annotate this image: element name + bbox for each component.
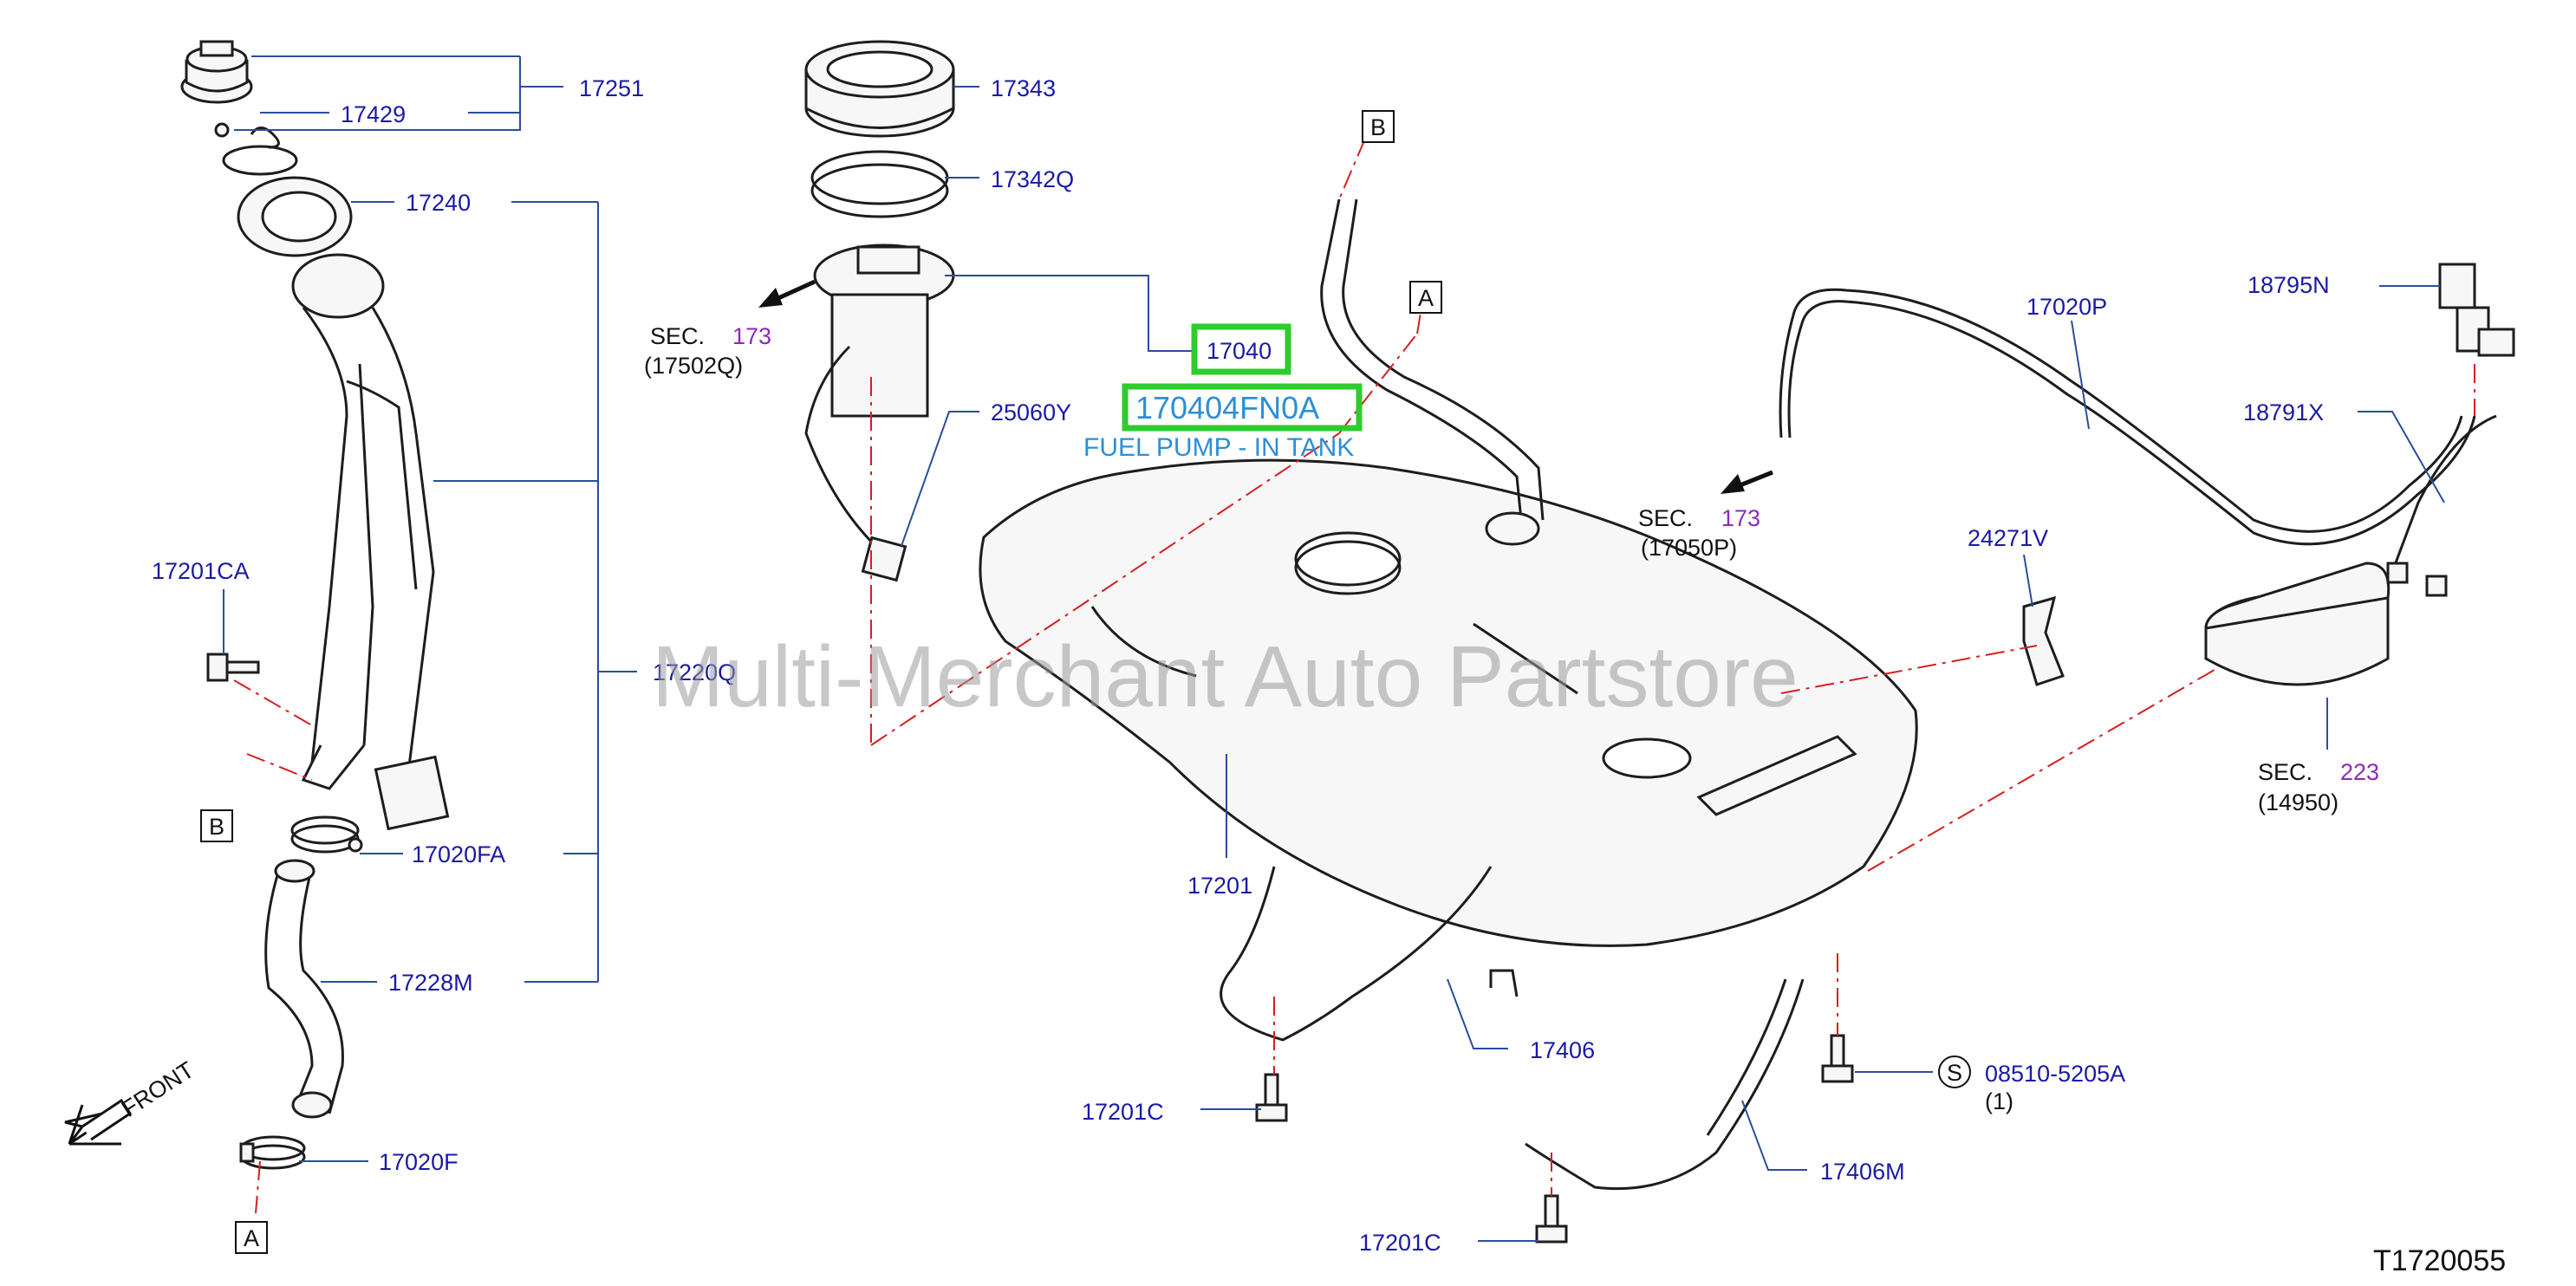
part-label-17251[interactable]: 17251: [579, 75, 644, 101]
highlighted-part-17040[interactable]: 17040: [1191, 323, 1291, 375]
tube-18791x-drawing: [2391, 414, 2497, 573]
marker-s-circle-label: S: [1947, 1060, 1962, 1086]
part-label-17201ca[interactable]: 17201CA: [152, 558, 250, 584]
section-ref-173-17050p[interactable]: SEC. 173 (17050P): [1638, 505, 1760, 561]
part-label-17020f[interactable]: 17020F: [379, 1149, 459, 1175]
part-label-25060y[interactable]: 25060Y: [991, 399, 1071, 425]
section-part-ref: (14950): [2258, 789, 2339, 815]
bolt-drawing-17201c-a: [1255, 1073, 1288, 1122]
watermark-text: Multi-Merchant Auto Partstore: [652, 628, 1799, 725]
part-label-17020p[interactable]: 17020P: [2026, 294, 2107, 320]
bolt-drawing-left: [206, 653, 260, 682]
part-label-17201c-a[interactable]: 17201C: [1082, 1099, 1164, 1125]
section-part-ref: (17502Q): [644, 353, 743, 379]
marker-a-bottom: A: [235, 1221, 268, 1254]
section-part-ref: (17050P): [1641, 535, 1737, 561]
drawing-number: T1720055: [2373, 1244, 2506, 1277]
section-ref-173-17502q[interactable]: SEC. 173 (17502Q): [644, 323, 771, 379]
section-number[interactable]: 173: [732, 323, 771, 349]
part-label-17342q[interactable]: 17342Q: [991, 166, 1074, 192]
marker-s-circle: S: [1938, 1055, 1971, 1088]
part-label-17406[interactable]: 17406: [1530, 1037, 1595, 1063]
clip-24271v-drawing: [2022, 595, 2065, 686]
marker-b-left-label: B: [209, 814, 224, 840]
sensor-18795n-drawing: [2438, 263, 2515, 357]
filler-pipe-drawing: [291, 253, 450, 831]
bolt-drawing-17201c-b: [1535, 1194, 1568, 1244]
part-label-18795n[interactable]: 18795N: [2247, 272, 2330, 298]
canister-drawing: [2204, 562, 2448, 686]
filler-ring-drawing: [237, 176, 353, 257]
part-label-17228m[interactable]: 17228M: [388, 970, 473, 996]
fuel-pump-drawing: [804, 244, 955, 582]
part-label-18791x[interactable]: 18791X: [2243, 399, 2324, 425]
section-prefix: SEC.: [1638, 505, 1693, 531]
hose-drawing: [264, 859, 344, 1119]
marker-a-bottom-label: A: [244, 1225, 259, 1251]
part-label-17201[interactable]: 17201: [1187, 873, 1252, 899]
part-label-17429[interactable]: 17429: [341, 101, 406, 127]
marker-a-top: A: [1409, 281, 1442, 314]
fuel-cap-drawing: [180, 40, 253, 104]
marker-b-left: B: [200, 809, 233, 842]
reference-dashed-lines: [233, 138, 2475, 1214]
tube-17020p-drawing-b: [1787, 300, 2476, 546]
bolt-drawing-08510: [1821, 1034, 1854, 1083]
marker-b-top: B: [1362, 110, 1395, 143]
fuel-tank-drawing: [979, 458, 1918, 947]
oem-number-text[interactable]: 170404FN0A: [1135, 390, 1319, 425]
highlighted-part-number[interactable]: 17040: [1207, 338, 1272, 364]
section-number[interactable]: 223: [2340, 759, 2379, 785]
front-arrow-icon: [64, 1098, 133, 1146]
sec-arrow-right: [1721, 470, 1773, 494]
sec-arrow-left: [758, 279, 816, 308]
part-label-17220q[interactable]: 17220Q: [653, 659, 736, 685]
section-prefix: SEC.: [650, 323, 705, 349]
marker-a-top-label: A: [1418, 285, 1434, 311]
part-quantity-08510: (1): [1985, 1088, 2013, 1114]
part-label-17406m[interactable]: 17406M: [1820, 1159, 1905, 1185]
vent-tube-drawing: [1320, 198, 1545, 546]
tank-strap-drawing: [1220, 866, 1805, 1191]
part-label-17240[interactable]: 17240: [406, 190, 471, 216]
gasket-drawing: [222, 145, 298, 176]
clamp-drawing-fa: [290, 815, 363, 854]
part-description: FUEL PUMP - IN TANK: [1083, 433, 1354, 462]
part-label-17020fa[interactable]: 17020FA: [412, 841, 505, 867]
leader-lines: [223, 55, 2445, 1242]
section-prefix: SEC.: [2258, 759, 2313, 785]
seal-drawing: [810, 150, 949, 218]
marker-b-top-label: B: [1370, 114, 1386, 140]
lock-ring-drawing: [804, 40, 955, 138]
part-label-08510-5205a[interactable]: 08510-5205A: [1985, 1061, 2125, 1087]
highlighted-oem-number[interactable]: 170404FN0A: [1122, 383, 1363, 432]
part-label-24271v[interactable]: 24271V: [1968, 525, 2048, 551]
section-ref-223-14950[interactable]: SEC. 223 (14950): [2258, 759, 2379, 815]
part-label-17343[interactable]: 17343: [991, 75, 1056, 101]
clip-drawing: [214, 122, 280, 149]
front-label: FRONT: [117, 1056, 198, 1122]
tube-17020p-drawing: [1779, 288, 2463, 533]
clamp-drawing-f: [239, 1135, 306, 1170]
section-number[interactable]: 173: [1721, 505, 1760, 531]
part-label-17201c-b[interactable]: 17201C: [1359, 1230, 1441, 1256]
